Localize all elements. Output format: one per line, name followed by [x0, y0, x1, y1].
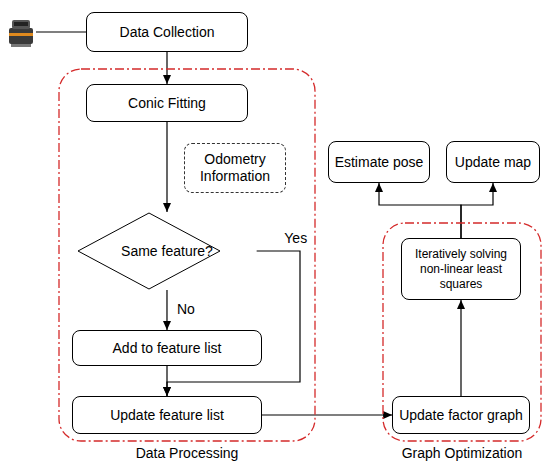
node-label: Add to feature list — [113, 340, 222, 357]
output-box: Update map — [446, 141, 540, 183]
decision-diamond: Same feature? — [77, 212, 256, 290]
flow-arrow — [166, 122, 167, 212]
graphoptimization-region: Graph OptimizationIteratively solving no… — [382, 222, 542, 442]
flow-arrow — [167, 251, 300, 396]
node-label: Conic Fitting — [128, 95, 206, 112]
flow-arrow — [166, 52, 167, 84]
process-box: Update factor graph — [392, 396, 530, 434]
node-label: Update factor graph — [399, 407, 523, 424]
flow-arrow — [461, 183, 493, 238]
node-label: Iteratively solving non-linear least squ… — [402, 247, 520, 292]
flow-arrow — [166, 366, 167, 396]
output-box: Estimate pose — [328, 141, 431, 183]
flow-arrow — [262, 414, 392, 415]
edge-label: Yes — [282, 231, 309, 246]
flow-arrow — [460, 300, 461, 396]
node-label: Update map — [455, 154, 531, 171]
node-label: Update feature list — [110, 407, 224, 424]
lidar-icon — [9, 20, 33, 47]
region-label: Data Processing — [38, 445, 336, 462]
flow-arrow — [166, 290, 167, 330]
info-box: Odometry Information — [184, 143, 286, 193]
process-box: Add to feature list — [72, 330, 262, 366]
process-box: Update feature list — [72, 396, 262, 434]
node-label: Odometry Information — [185, 147, 285, 189]
process-box: Iteratively solving non-linear least squ… — [401, 238, 521, 300]
node-label: Estimate pose — [335, 154, 424, 171]
dataprocessing-region: Data ProcessingConic FittingOdometry Inf… — [58, 68, 316, 442]
node-label: Same feature? — [121, 243, 213, 260]
process-box: Data Collection — [86, 12, 248, 52]
process-box: Conic Fitting — [86, 84, 248, 122]
node-label: Data Collection — [120, 24, 215, 41]
region-label: Graph Optimization — [362, 445, 550, 462]
edge-label: No — [175, 302, 197, 317]
flow-arrow — [379, 183, 461, 238]
